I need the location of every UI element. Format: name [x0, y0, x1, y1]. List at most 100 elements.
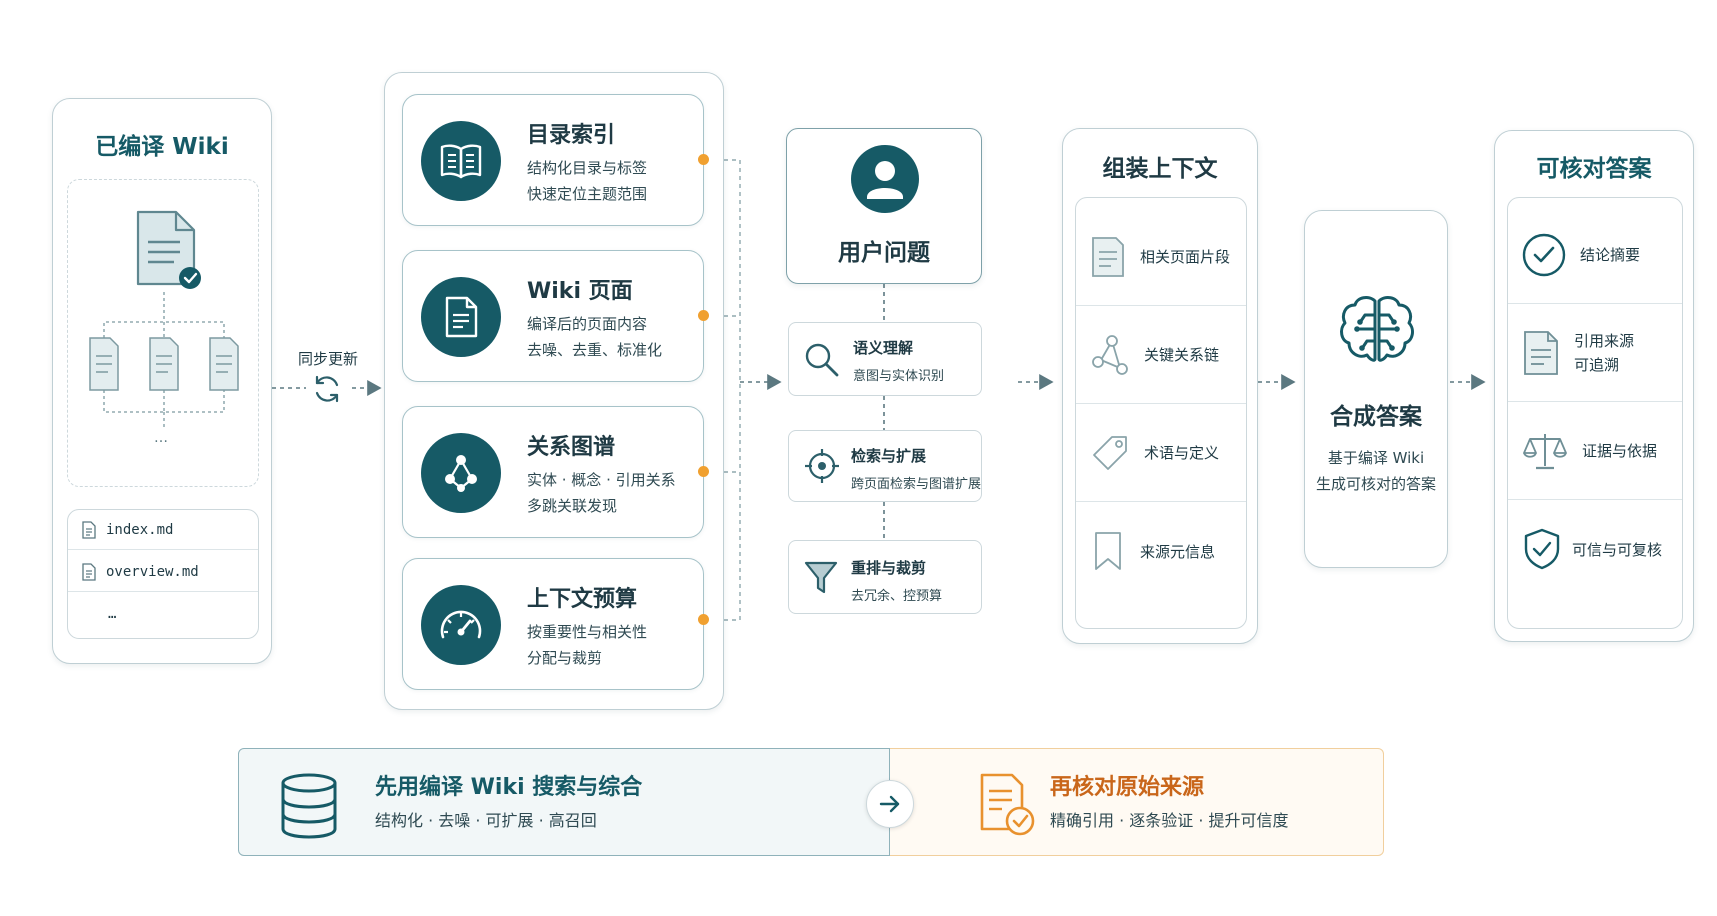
- answer-title: 可核对答案: [1536, 156, 1652, 182]
- wiki-title: 已编译 Wiki: [95, 134, 229, 160]
- page-icon: [1092, 236, 1124, 277]
- answer-item-label: 可信与可复核: [1572, 540, 1663, 559]
- step-retrieval-expand[interactable]: 检索与扩展 跨页面检索与图谱扩展: [788, 430, 982, 502]
- wiki-tree: …: [67, 179, 259, 487]
- file-row[interactable]: overview.md: [68, 552, 258, 592]
- bottom-right-title: 再核对原始来源: [1050, 775, 1205, 800]
- connector-dot: [698, 154, 709, 165]
- synth-desc-2: 生成可核对的答案: [1315, 475, 1436, 493]
- module-desc-2: 分配与裁剪: [527, 649, 603, 667]
- step-rerank-prune[interactable]: 重排与裁剪 去冗余、控预算: [788, 540, 982, 614]
- module-title: 关系图谱: [527, 435, 616, 460]
- document-icon: [1524, 330, 1558, 375]
- target-icon: [805, 449, 839, 483]
- verify-document-icon: [980, 773, 1035, 836]
- assemble-context-panel: 组装上下文 相关页面片段 关键关系链 术语与定义 来源元信息: [1062, 128, 1258, 644]
- answer-list: 结论摘要 引用来源 可追溯 证据与依据 可信与可复核: [1507, 197, 1683, 629]
- user-question-card[interactable]: 用户问题: [786, 128, 982, 284]
- module-desc-1: 编译后的页面内容: [527, 315, 648, 333]
- user-question-title: 用户问题: [838, 240, 930, 266]
- step-sub: 意图与实体识别: [853, 369, 945, 384]
- step-semantic-understanding[interactable]: 语义理解 意图与实体识别: [788, 322, 982, 396]
- bottom-left-title: 先用编译 Wiki 搜索与综合: [375, 775, 643, 800]
- module-title: Wiki 页面: [527, 279, 633, 304]
- step-sub: 去冗余、控预算: [851, 589, 943, 604]
- verifiable-answer-panel: 可核对答案 结论摘要 引用来源 可追溯 证据与依据 可信与可复核: [1494, 130, 1694, 642]
- file-name: index.md: [106, 521, 174, 538]
- answer-item-label: 证据与依据: [1582, 442, 1658, 460]
- context-item-label: 关键关系链: [1144, 346, 1220, 364]
- context-item-label: 相关页面片段: [1140, 248, 1231, 266]
- wiki-file-list: index.md overview.md …: [67, 509, 259, 639]
- compiled-wiki-panel: 已编译 Wiki: [52, 98, 272, 664]
- module-title: 目录索引: [527, 123, 616, 148]
- brain-icon: [1340, 296, 1414, 362]
- bottom-arrow-button[interactable]: [866, 780, 914, 828]
- context-item-source-meta: 来源元信息: [1076, 502, 1246, 600]
- tag-icon: [1093, 435, 1127, 470]
- file-icon: [82, 520, 96, 539]
- module-desc-2: 多跳关联发现: [527, 497, 618, 515]
- context-title: 组装上下文: [1102, 156, 1218, 182]
- context-list: 相关页面片段 关键关系链 术语与定义 来源元信息: [1075, 197, 1247, 629]
- gauge-icon: [421, 585, 501, 665]
- connector-dot: [698, 310, 709, 321]
- context-item-relations: 关键关系链: [1076, 306, 1246, 404]
- context-item-page-snippets: 相关页面片段: [1076, 208, 1246, 306]
- context-item-terms: 术语与定义: [1076, 404, 1246, 502]
- answer-item-summary: 结论摘要: [1508, 206, 1682, 304]
- synth-desc-1: 基于编译 Wiki: [1327, 449, 1425, 467]
- wiki-document-check-icon: [136, 210, 201, 289]
- document-icon: [421, 277, 501, 357]
- answer-item-label-line2: 可追溯: [1574, 355, 1620, 374]
- answer-item-trust: 可信与可复核: [1508, 500, 1682, 598]
- check-circle-icon: [1522, 233, 1566, 276]
- synthesize-answer-card[interactable]: 合成答案 基于编译 Wiki 生成可核对的答案: [1304, 210, 1448, 568]
- user-icon: [851, 145, 919, 213]
- context-item-label: 来源元信息: [1140, 542, 1216, 561]
- module-card-graph[interactable]: 关系图谱 实体 · 概念 · 引用关系 多跳关联发现: [402, 406, 704, 538]
- relation-icon: [1092, 334, 1128, 375]
- sync-icon: [315, 375, 339, 403]
- synth-title: 合成答案: [1330, 404, 1422, 430]
- tree-lines: [89, 292, 239, 428]
- module-card-context-budget[interactable]: 上下文预算 按重要性与相关性 分配与裁剪: [402, 558, 704, 690]
- step-title: 语义理解: [853, 339, 914, 357]
- file-name: overview.md: [106, 563, 199, 580]
- module-desc-1: 实体 · 概念 · 引用关系: [527, 471, 676, 489]
- file-row[interactable]: index.md: [68, 510, 258, 550]
- bottom-right-panel: 再核对原始来源 精确引用 · 逐条验证 · 提升可信度: [890, 748, 1384, 856]
- file-icon: [82, 562, 96, 581]
- sync-label: 同步更新: [298, 350, 359, 368]
- scale-icon: [1523, 433, 1567, 469]
- module-card-wiki-pages[interactable]: Wiki 页面 编译后的页面内容 去噪、去重、标准化: [402, 250, 704, 382]
- connector-dot: [698, 466, 709, 477]
- module-desc-2: 快速定位主题范围: [527, 185, 648, 203]
- bookmark-icon: [1095, 532, 1121, 570]
- arrow-right-icon: [879, 795, 900, 813]
- step-sub: 跨页面检索与图谱扩展: [851, 477, 982, 492]
- module-desc-2: 去噪、去重、标准化: [527, 341, 663, 359]
- module-card-index[interactable]: 目录索引 结构化目录与标签 快速定位主题范围: [402, 94, 704, 226]
- file-more: …: [108, 606, 117, 622]
- bottom-left-panel: 先用编译 Wiki 搜索与综合 结构化 · 去噪 · 可扩展 · 高召回: [238, 748, 890, 856]
- bottom-left-sub: 结构化 · 去噪 · 可扩展 · 高召回: [375, 811, 597, 830]
- database-icon: [281, 773, 337, 839]
- graph-icon: [421, 433, 501, 513]
- tree-more: …: [154, 430, 168, 446]
- connector-dot: [698, 614, 709, 625]
- module-desc-1: 按重要性与相关性: [527, 623, 648, 641]
- answer-item-citations: 引用来源 可追溯: [1508, 304, 1682, 402]
- step-title: 检索与扩展: [851, 447, 927, 465]
- filter-icon: [804, 561, 838, 594]
- step-title: 重排与裁剪: [851, 559, 927, 577]
- book-icon: [421, 121, 501, 201]
- search-icon: [805, 343, 839, 377]
- answer-item-evidence: 证据与依据: [1508, 402, 1682, 500]
- file-row-more: …: [68, 594, 258, 634]
- answer-item-label-line1: 引用来源: [1574, 331, 1635, 350]
- module-title: 上下文预算: [527, 587, 638, 612]
- context-item-label: 术语与定义: [1144, 444, 1220, 462]
- answer-item-label: 结论摘要: [1580, 246, 1641, 264]
